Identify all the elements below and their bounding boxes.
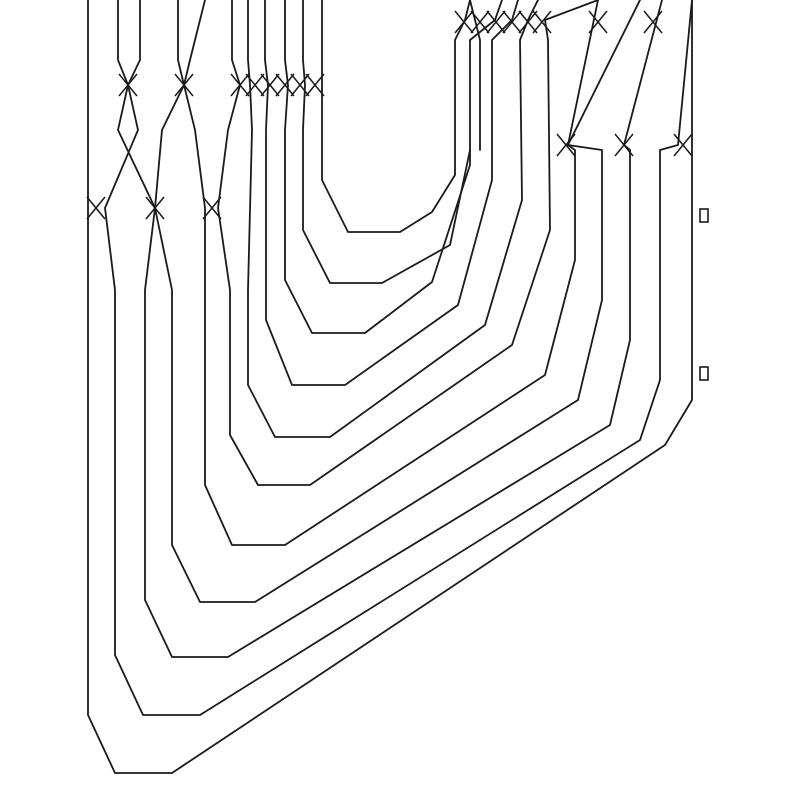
crossing-marker	[202, 196, 222, 220]
track-11	[321, 0, 471, 233]
track-1	[87, 0, 693, 774]
crossing-marker	[502, 10, 522, 34]
track-2	[104, 0, 693, 716]
crossing-marker	[290, 73, 310, 97]
crossing-marker	[230, 73, 250, 97]
crossing-marker	[532, 10, 552, 34]
crossing-marker	[673, 133, 693, 157]
crossing-marker	[614, 133, 634, 157]
track-4	[154, 0, 641, 603]
crossing-marker	[174, 73, 194, 97]
crossing-marker	[118, 73, 138, 97]
crossing-marker	[486, 10, 506, 34]
crossing-marker	[245, 73, 265, 97]
crossing-marker	[260, 73, 280, 97]
terminal-2	[699, 366, 709, 381]
track-12	[469, 0, 481, 151]
track-10	[302, 0, 471, 284]
crossing-marker	[470, 10, 490, 34]
crossing-marker	[275, 73, 295, 97]
track-6	[217, 0, 599, 486]
crossing-marker	[454, 10, 474, 34]
crossing-marker	[643, 10, 663, 34]
track-9	[284, 0, 503, 334]
crossing-marker	[518, 10, 538, 34]
crossing-marker	[86, 196, 106, 220]
track-7	[247, 0, 539, 438]
crossing-marker	[145, 196, 165, 220]
track-3	[117, 0, 663, 658]
crossing-marker	[588, 10, 608, 34]
terminal-1	[699, 208, 709, 223]
crossing-marker	[556, 133, 576, 157]
crossing-marker	[305, 73, 325, 97]
